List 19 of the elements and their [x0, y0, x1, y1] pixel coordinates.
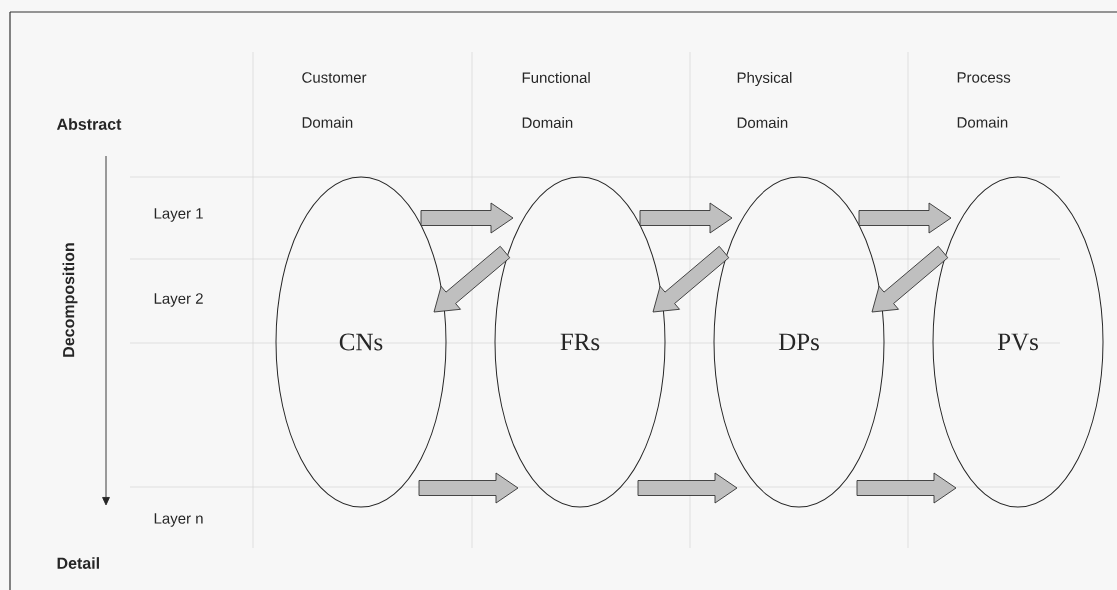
- level-label: Detail: [57, 557, 99, 569]
- block-arrow: [856, 472, 957, 504]
- level-label: Abstract: [56, 118, 122, 130]
- domain-heading: Process Domain: [957, 72, 1011, 128]
- layer-label: Layer 1: [154, 208, 203, 222]
- block-arrow: [418, 472, 519, 504]
- block-arrow: [433, 245, 511, 313]
- block-arrow: [871, 245, 949, 313]
- domain-heading: Physical Domain: [737, 72, 792, 128]
- block-arrow: [858, 202, 952, 234]
- block-arrow: [637, 472, 738, 504]
- layer-label: Layer 2: [154, 293, 203, 307]
- block-arrow: [420, 202, 514, 234]
- block-arrow: [639, 202, 733, 234]
- block-arrow: [652, 245, 730, 313]
- axis-label: Decomposition: [62, 243, 78, 357]
- layer-label: Layer n: [154, 513, 203, 527]
- domain-heading: Customer Domain: [302, 72, 367, 128]
- domain-heading: Functional Domain: [522, 72, 590, 128]
